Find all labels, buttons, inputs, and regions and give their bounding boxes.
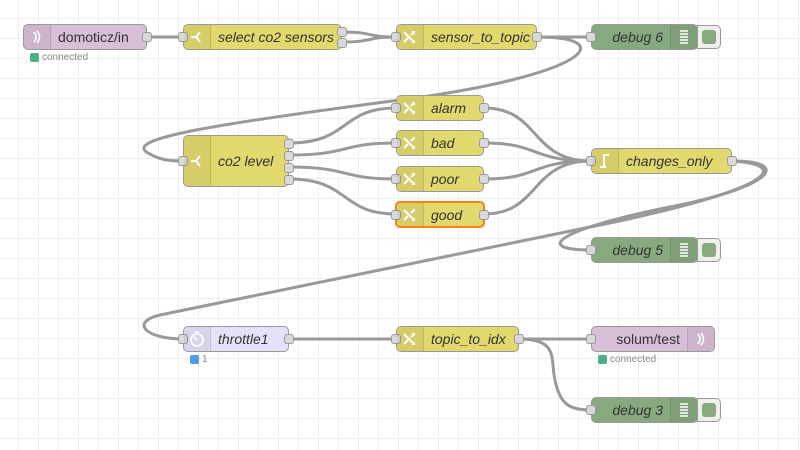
input-port[interactable] (391, 174, 401, 184)
rbe-icon (592, 149, 619, 173)
output-port[interactable] (284, 334, 294, 344)
mqtt-icon (24, 25, 51, 49)
wire[interactable] (288, 106, 397, 145)
output-port[interactable] (532, 32, 542, 42)
node-status: 1 (190, 354, 208, 365)
change-icon (397, 131, 424, 155)
node-label: good (431, 206, 463, 223)
change-icon (397, 167, 424, 191)
node-good[interactable]: good (391, 201, 489, 228)
input-port[interactable] (586, 156, 596, 166)
input-port[interactable] (391, 138, 401, 148)
node-debug-5[interactable]: debug 5 (586, 237, 698, 263)
output-port-2[interactable] (284, 151, 294, 161)
output-port-4[interactable] (284, 175, 294, 185)
wire[interactable] (142, 159, 765, 341)
node-label: topic_to_idx (431, 331, 506, 347)
node-bad[interactable]: bad (391, 130, 489, 156)
change-icon (397, 203, 424, 226)
node-label: debug 5 (612, 242, 663, 258)
wire[interactable] (142, 35, 583, 163)
change-icon (397, 25, 424, 49)
timer-icon (184, 327, 211, 351)
node-label: alarm (431, 100, 467, 116)
node-label: debug 6 (612, 29, 663, 45)
node-changes-only[interactable]: changes_only (586, 148, 737, 174)
input-port[interactable] (391, 334, 401, 344)
debug-toggle-button[interactable] (697, 25, 721, 49)
node-label: bad (431, 135, 455, 151)
wire[interactable] (558, 159, 768, 252)
wire[interactable] (483, 159, 592, 216)
input-port[interactable] (586, 405, 596, 415)
input-port[interactable] (586, 245, 596, 255)
debug-icon (670, 25, 697, 49)
node-label: co2 level (218, 153, 274, 169)
status-dot (190, 355, 199, 364)
switch-icon (184, 136, 211, 186)
debug-toggle-button[interactable] (697, 238, 721, 262)
node-label: poor (431, 171, 460, 187)
input-port[interactable] (391, 210, 401, 220)
wire[interactable] (288, 141, 397, 157)
node-topic-to-idx[interactable]: topic_to_idx (391, 326, 524, 352)
input-port[interactable] (178, 32, 188, 42)
wire[interactable] (288, 177, 397, 216)
node-label: changes_only (626, 153, 713, 169)
node-poor[interactable]: poor (391, 166, 489, 192)
node-domoticz-in[interactable]: domoticz/in (23, 24, 152, 50)
output-port-1[interactable] (284, 139, 294, 149)
wire[interactable] (483, 106, 592, 163)
status-text: connected (42, 52, 89, 63)
output-port[interactable] (479, 103, 489, 113)
output-port[interactable] (479, 210, 489, 220)
input-port[interactable] (586, 32, 596, 42)
node-co2-level[interactable]: co2 level (178, 135, 294, 187)
change-icon (397, 327, 424, 351)
node-debug-6[interactable]: debug 6 (586, 24, 698, 50)
wire[interactable] (341, 35, 397, 44)
output-port-1[interactable] (337, 27, 347, 37)
output-port[interactable] (479, 138, 489, 148)
output-port[interactable] (514, 334, 524, 344)
node-alarm[interactable]: alarm (391, 95, 489, 121)
debug-toggle-button[interactable] (697, 398, 721, 422)
node-debug-3[interactable]: debug 3 (586, 397, 698, 423)
input-port[interactable] (391, 103, 401, 113)
status-text: connected (610, 354, 657, 365)
node-label: sensor_to_topic (431, 29, 530, 45)
change-icon (397, 96, 424, 120)
node-label: domoticz/in (58, 29, 129, 45)
input-port[interactable] (178, 334, 188, 344)
node-throttle1[interactable]: throttle1 (178, 326, 294, 352)
node-label: throttle1 (218, 331, 269, 347)
node-label: debug 3 (612, 402, 663, 418)
status-text: 1 (202, 354, 208, 365)
debug-icon (670, 398, 697, 422)
debug-icon (670, 238, 697, 262)
switch-icon (184, 25, 211, 49)
input-port[interactable] (178, 156, 188, 166)
output-port-3[interactable] (284, 163, 294, 173)
output-port[interactable] (479, 174, 489, 184)
node-sensor-to-topic[interactable]: sensor_to_topic (391, 24, 542, 50)
node-status: connected (30, 52, 88, 63)
node-select-co2-sensors[interactable]: select co2 sensors (178, 24, 347, 50)
input-port[interactable] (586, 334, 596, 344)
output-port[interactable] (142, 32, 152, 42)
node-label: select co2 sensors (218, 29, 334, 45)
wire[interactable] (518, 337, 592, 412)
output-port[interactable] (727, 156, 737, 166)
mqtt-icon (687, 327, 714, 351)
node-label: solum/test (616, 331, 680, 347)
status-dot (598, 355, 607, 364)
output-port-2[interactable] (337, 38, 347, 48)
wire[interactable] (288, 165, 397, 181)
node-status: connected (598, 354, 656, 365)
node-solum-test[interactable]: solum/test (586, 326, 715, 352)
input-port[interactable] (391, 32, 401, 42)
status-dot (30, 53, 39, 62)
